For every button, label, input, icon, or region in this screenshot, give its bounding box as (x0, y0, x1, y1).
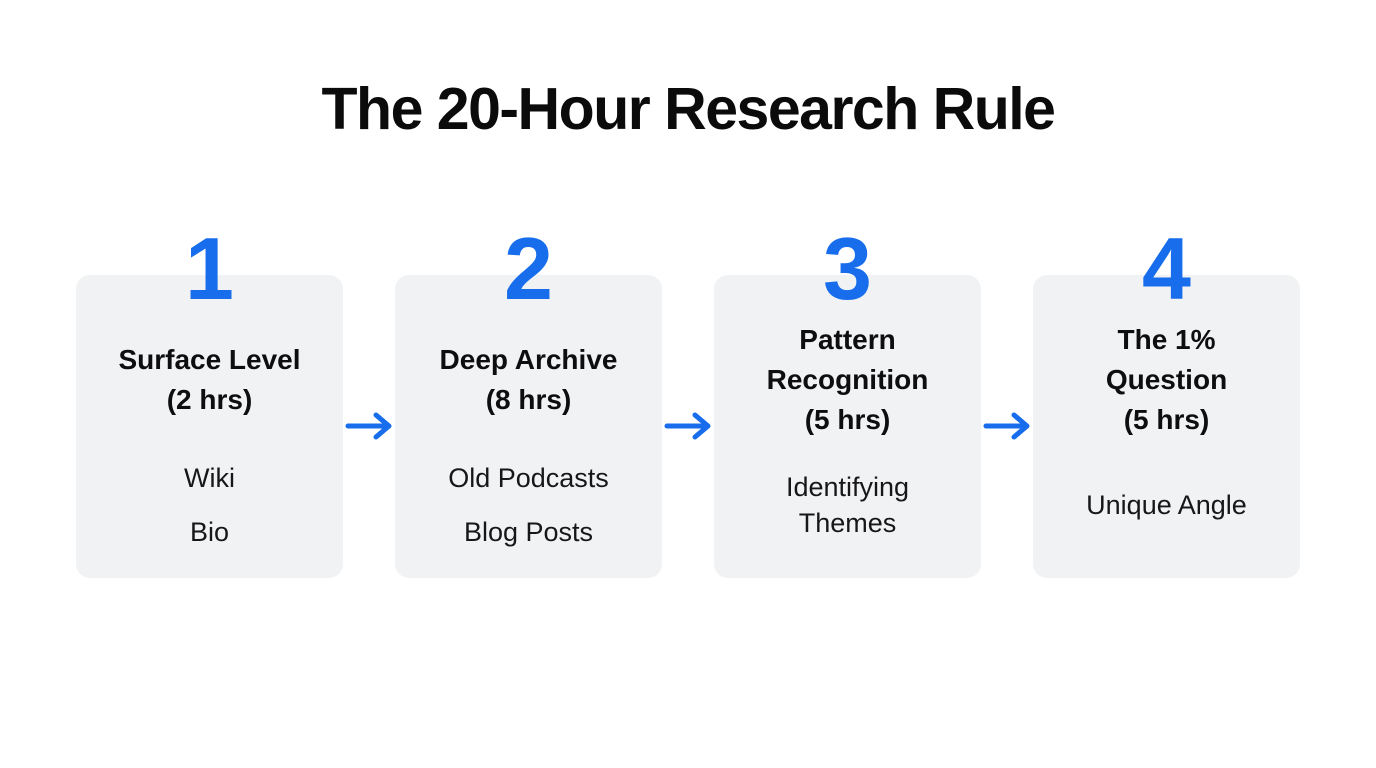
step-2-heading: Deep Archive (8 hrs) (440, 305, 618, 455)
process-flow: 1 Surface Level (2 hrs) Wiki Bio 2 Deep … (0, 219, 1376, 578)
arrow-cell (662, 230, 714, 442)
list-item: Old Podcasts (448, 462, 609, 493)
step-1: 1 Surface Level (2 hrs) Wiki Bio (76, 219, 343, 578)
list-item: Wiki (184, 462, 235, 493)
arrow-cell (343, 230, 395, 442)
step-4-card: The 1% Question (5 hrs) Unique Angle (1033, 275, 1300, 578)
list-item: Blog Posts (463, 516, 594, 547)
step-2-number: 2 (504, 219, 553, 318)
step-3-title: Pattern Recognition (766, 324, 929, 395)
step-3-heading: Pattern Recognition (5 hrs) (745, 305, 950, 455)
step-4-title: The 1% Question (1105, 324, 1228, 395)
step-4-items: Unique Angle (1086, 455, 1247, 554)
list-item: Bio (189, 516, 229, 547)
list-item: Identifying Themes (785, 471, 910, 538)
step-2-title: Deep Archive (439, 344, 618, 375)
page-title: The 20-Hour Research Rule (321, 76, 1056, 142)
step-3-duration: (5 hrs) (804, 404, 891, 435)
step-1-items: Wiki Bio (184, 455, 235, 554)
step-3: 3 Pattern Recognition (5 hrs) Identifyin… (714, 219, 981, 578)
step-2-card: Deep Archive (8 hrs) Old Podcasts Blog P… (395, 275, 662, 578)
arrow-right-icon (983, 412, 1030, 440)
step-1-title: Surface Level (118, 344, 301, 375)
step-4-duration: (5 hrs) (1123, 404, 1210, 435)
step-2-duration: (8 hrs) (485, 384, 572, 415)
step-2-items: Old Podcasts Blog Posts (448, 455, 609, 554)
arrow-cell (981, 230, 1033, 442)
arrow-right-icon (664, 412, 711, 440)
list-item: Unique Angle (1086, 489, 1247, 520)
step-1-heading: Surface Level (2 hrs) (118, 305, 300, 455)
step-4-heading: The 1% Question (5 hrs) (1064, 305, 1269, 455)
step-3-items: Identifying Themes (753, 455, 943, 554)
step-4-number: 4 (1142, 219, 1191, 318)
step-1-card: Surface Level (2 hrs) Wiki Bio (76, 275, 343, 578)
step-3-number: 3 (823, 219, 872, 318)
arrow-right-icon (345, 412, 392, 440)
step-4: 4 The 1% Question (5 hrs) Unique Angle (1033, 219, 1300, 578)
step-1-number: 1 (185, 219, 234, 318)
step-1-duration: (2 hrs) (166, 384, 253, 415)
step-3-card: Pattern Recognition (5 hrs) Identifying … (714, 275, 981, 578)
step-2: 2 Deep Archive (8 hrs) Old Podcasts Blog… (395, 219, 662, 578)
